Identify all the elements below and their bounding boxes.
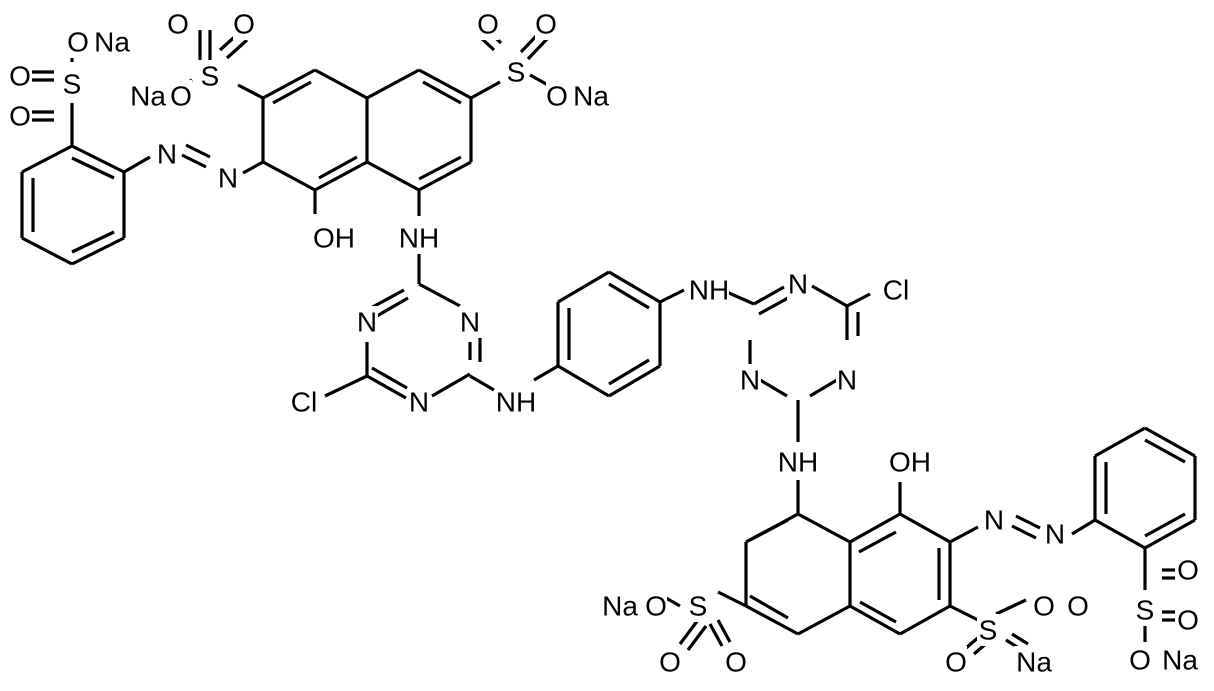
atom-label-background <box>92 26 132 58</box>
atom-label: N <box>984 505 1004 536</box>
atom-label-background <box>1033 590 1055 622</box>
atom-label-background <box>314 222 354 254</box>
atom-label: OH <box>889 447 931 478</box>
atom-label-background <box>284 386 324 418</box>
atom-label-background <box>1014 646 1054 678</box>
atom-label: O <box>546 81 568 112</box>
atom-label-background <box>61 68 83 100</box>
atom-label: N <box>157 139 177 170</box>
atom-label-background <box>890 446 930 478</box>
atom-label-background <box>199 60 221 92</box>
atom-label-background <box>1160 644 1200 676</box>
atom-label-background <box>876 274 916 306</box>
atom-label: Na <box>94 27 130 58</box>
atom-label: N <box>788 269 808 300</box>
atom-label-background <box>546 80 568 112</box>
atom-label: Na <box>573 81 609 112</box>
atom-label: NH <box>689 275 729 306</box>
atom-label-background <box>9 60 31 92</box>
atom-label: O <box>1177 605 1199 636</box>
atom-label: Na <box>1016 647 1052 678</box>
atom-label-background <box>128 80 168 112</box>
atom-label: Cl <box>883 275 909 306</box>
atom-label: S <box>201 61 220 92</box>
atom-label: S <box>63 69 82 100</box>
atom-label: O <box>725 647 747 678</box>
atom-label-background <box>739 364 761 396</box>
atom-label-background <box>1044 518 1066 550</box>
atom-label-background <box>156 138 178 170</box>
atom-label-background <box>977 614 999 646</box>
atom-label: N <box>357 307 377 338</box>
atom-label-background <box>535 8 557 40</box>
atom-label: O <box>1129 645 1151 676</box>
atom-label: S <box>1136 595 1155 626</box>
atom-label: O <box>67 27 89 58</box>
atom-label: O <box>9 101 31 132</box>
atom-label: S <box>507 57 526 88</box>
atom-label: N <box>460 307 480 338</box>
atom-label-background <box>356 306 378 338</box>
atom-label: NH <box>399 223 439 254</box>
atom-label: N <box>837 365 857 396</box>
atom-label-background <box>459 306 481 338</box>
atom-label-background <box>167 8 189 40</box>
atom-label: O <box>1067 591 1089 622</box>
atom-label: O <box>167 9 189 40</box>
atom-label: O <box>170 81 192 112</box>
atom-label: NH <box>778 447 818 478</box>
atom-label-background <box>505 56 527 88</box>
atom-label: Na <box>1162 645 1198 676</box>
bond-lines <box>20 26 1197 656</box>
atom-label-background <box>170 80 192 112</box>
atom-label-background <box>1177 554 1199 586</box>
atom-label: O <box>945 647 967 678</box>
atom-label-background <box>217 162 239 194</box>
atom-label-background <box>399 222 439 254</box>
atom-label-background <box>787 268 809 300</box>
atom-label-background <box>778 446 818 478</box>
atom-label-background <box>725 646 747 678</box>
atom-label: O <box>477 9 499 40</box>
atom-label: O <box>1177 555 1199 586</box>
atom-label-background <box>689 274 729 306</box>
atom-label-background <box>836 364 858 396</box>
atom-label: O <box>9 61 31 92</box>
atom-label: S <box>979 615 998 646</box>
atom-label: OH <box>313 223 355 254</box>
atom-label-background <box>233 8 255 40</box>
atom-label-background <box>477 8 499 40</box>
atom-label: N <box>1045 519 1065 550</box>
atom-label-background <box>687 590 709 622</box>
atom-label: O <box>233 9 255 40</box>
atom-label: O <box>659 647 681 678</box>
atom-label: Cl <box>291 387 317 418</box>
atom-label-background <box>496 386 536 418</box>
atom-label: O <box>645 591 667 622</box>
atom-label-background <box>67 26 89 58</box>
atom-label: O <box>1033 591 1055 622</box>
atom-label-background <box>600 590 640 622</box>
atom-label: Na <box>130 81 166 112</box>
atom-label: S <box>689 591 708 622</box>
atom-label-background <box>945 646 967 678</box>
atom-label: NH <box>496 387 536 418</box>
atom-label-background <box>408 386 430 418</box>
atom-label-background <box>1177 604 1199 636</box>
atom-label-background <box>659 646 681 678</box>
atom-label: O <box>535 9 557 40</box>
atom-label-background <box>1134 594 1156 626</box>
atom-label-background <box>571 80 611 112</box>
atom-label-background <box>645 590 667 622</box>
atom-label: N <box>409 387 429 418</box>
atom-label: N <box>740 365 760 396</box>
atom-label-background <box>1129 644 1151 676</box>
atom-label: Na <box>602 591 638 622</box>
atom-label-background <box>983 504 1005 536</box>
atom-label: N <box>218 163 238 194</box>
atom-label-background <box>9 100 31 132</box>
atom-label-background <box>1067 590 1089 622</box>
